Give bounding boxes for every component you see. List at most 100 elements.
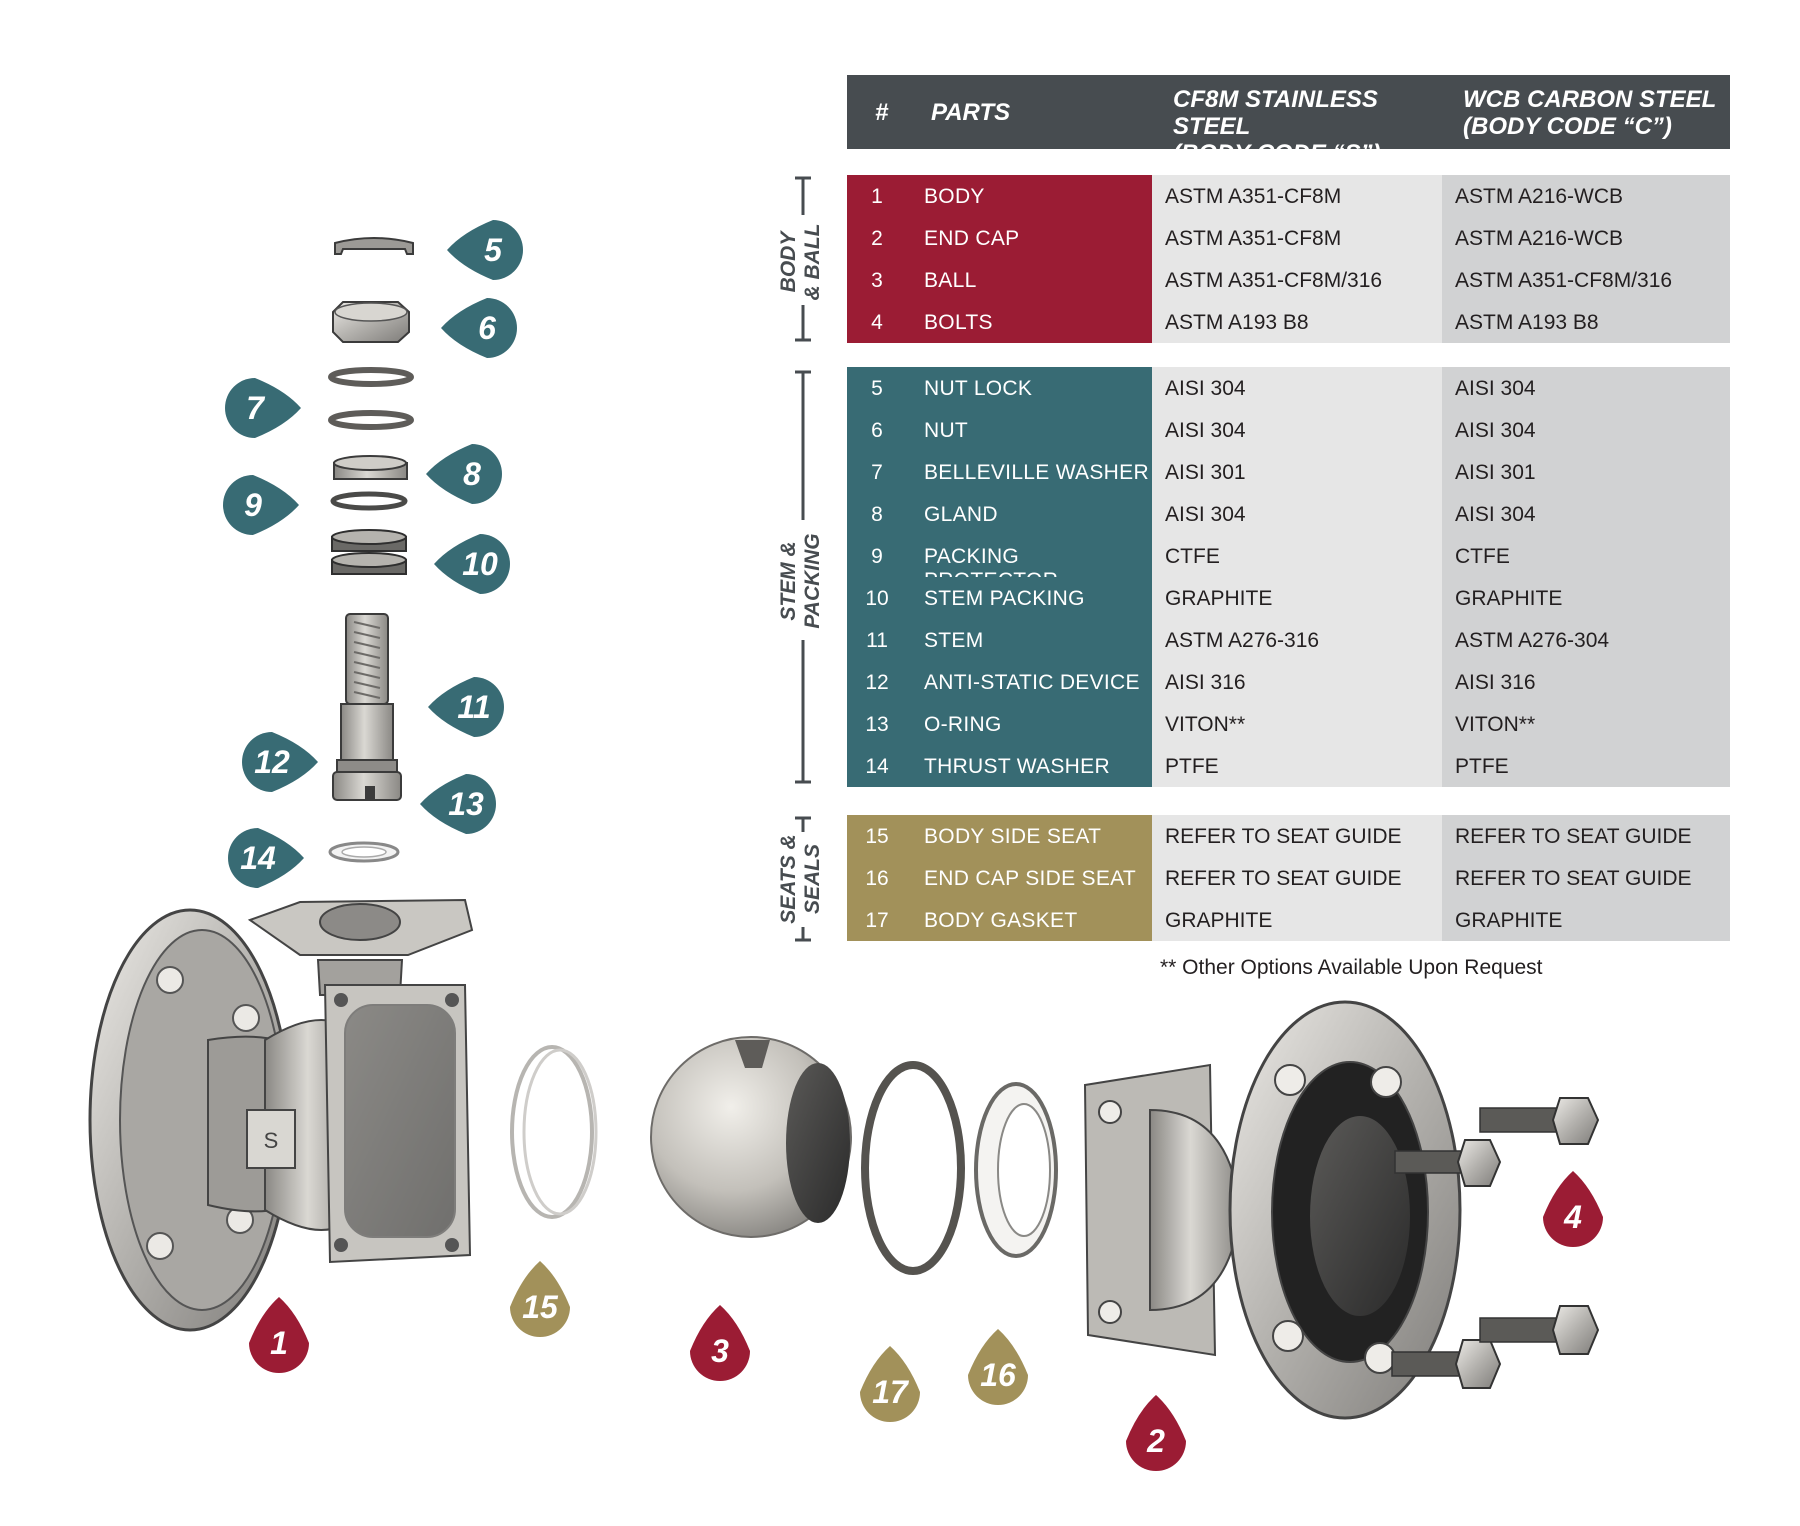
row-number: 1 (871, 185, 883, 208)
row-stainless-material: AISI 304 (1165, 503, 1246, 526)
row-carbon-cell: ASTM A216-WCB (1442, 175, 1730, 217)
row-stainless-material: GRAPHITE (1165, 909, 1273, 932)
row-carbon-material: VITON** (1455, 713, 1536, 736)
callout-badge-5: 5 (447, 220, 523, 280)
row-stainless-cell: REFER TO SEAT GUIDE (1152, 857, 1442, 899)
callout-marker-icon (968, 1329, 1028, 1405)
callout-marker-icon (225, 378, 301, 438)
row-stainless-material: REFER TO SEAT GUIDE (1165, 867, 1402, 890)
row-stainless-cell: ASTM A351-CF8M/316 (1152, 259, 1442, 301)
callout-number: 8 (463, 456, 481, 492)
row-stainless-cell: ASTM A351-CF8M (1152, 217, 1442, 259)
row-label-cell: 11 STEM (847, 619, 1152, 661)
valve-body-part: S (88, 898, 474, 1332)
row-carbon-material: GRAPHITE (1455, 909, 1563, 932)
group-label-body: BODY & BALL (777, 207, 827, 317)
row-stainless-cell: REFER TO SEAT GUIDE (1152, 815, 1442, 857)
row-carbon-cell: ASTM A276-304 (1442, 619, 1730, 661)
callout-badge-6: 6 (441, 298, 517, 358)
row-number: 2 (871, 227, 883, 250)
callout-number: 1 (270, 1325, 288, 1361)
row-carbon-material: ASTM A351-CF8M/316 (1455, 269, 1673, 292)
row-part-name: END CAP (924, 227, 1020, 250)
group-label-seat: SEATS & SEALS (777, 819, 827, 939)
row-part-name: NUT LOCK (924, 377, 1033, 400)
callout-marker-icon (1126, 1395, 1186, 1471)
callout-badge-16: 16 (968, 1329, 1028, 1405)
row-number: 10 (865, 587, 889, 610)
callout-badge-8: 8 (426, 444, 502, 504)
body-gasket-part (861, 1061, 965, 1275)
row-part-name: GLAND (924, 503, 998, 526)
row-carbon-material: ASTM A276-304 (1455, 629, 1610, 652)
callout-marker-icon (510, 1261, 570, 1337)
callout-marker-icon (690, 1305, 750, 1381)
stem-part (332, 613, 402, 801)
callout-marker-icon (249, 1297, 309, 1373)
row-carbon-material: ASTM A193 B8 (1455, 311, 1599, 334)
table-row: 2 END CAP ASTM A351-CF8M ASTM A216-WCB (847, 217, 1730, 259)
callout-number: 4 (1563, 1199, 1582, 1235)
row-stainless-material: ASTM A193 B8 (1165, 311, 1309, 334)
row-number: 11 (866, 629, 888, 652)
callout-number: 3 (711, 1333, 729, 1369)
callout-number: 7 (246, 390, 266, 426)
callout-marker-icon (242, 732, 318, 792)
row-carbon-material: PTFE (1455, 755, 1509, 778)
header-stainless-line2: (BODY CODE “S”) (1173, 140, 1381, 167)
callout-marker-icon (860, 1346, 920, 1422)
row-carbon-cell: GRAPHITE (1442, 899, 1730, 941)
ball-part (650, 1036, 852, 1238)
callout-badge-14: 14 (228, 828, 304, 888)
row-stainless-material: ASTM A351-CF8M/316 (1165, 269, 1383, 292)
end-cap-part (1083, 1000, 1462, 1420)
row-stainless-material: PTFE (1165, 755, 1219, 778)
row-carbon-cell: REFER TO SEAT GUIDE (1442, 815, 1730, 857)
row-part-name: NUT (924, 419, 969, 442)
header-parts: PARTS (931, 99, 1011, 126)
callout-badge-7: 7 (225, 378, 301, 438)
row-stainless-cell: AISI 316 (1152, 661, 1442, 703)
row-carbon-cell: ASTM A216-WCB (1442, 217, 1730, 259)
row-carbon-material: ASTM A216-WCB (1455, 227, 1624, 250)
callout-number: 12 (254, 744, 290, 780)
callout-badge-15: 15 (510, 1261, 570, 1337)
row-stainless-material: CTFE (1165, 545, 1220, 568)
row-number: 3 (871, 269, 883, 292)
packing-protector-part (330, 491, 408, 511)
callout-number: 6 (478, 310, 496, 346)
row-stainless-cell: ASTM A351-CF8M (1152, 175, 1442, 217)
header-carbon-line1: WCB CARBON STEEL (1463, 86, 1717, 113)
row-part-name: STEM (924, 629, 984, 652)
row-stainless-cell: GRAPHITE (1152, 577, 1442, 619)
row-carbon-cell: ASTM A193 B8 (1442, 301, 1730, 343)
footnote: ** Other Options Available Upon Request (1160, 956, 1543, 979)
row-part-name: BOLTS (924, 311, 993, 334)
callout-number: 2 (1146, 1423, 1165, 1459)
row-carbon-cell: CTFE (1442, 535, 1730, 577)
bolts-part (1391, 1097, 1600, 1389)
row-stainless-material: AISI 316 (1165, 671, 1246, 694)
row-number: 14 (865, 755, 889, 778)
row-carbon-cell: GRAPHITE (1442, 577, 1730, 619)
